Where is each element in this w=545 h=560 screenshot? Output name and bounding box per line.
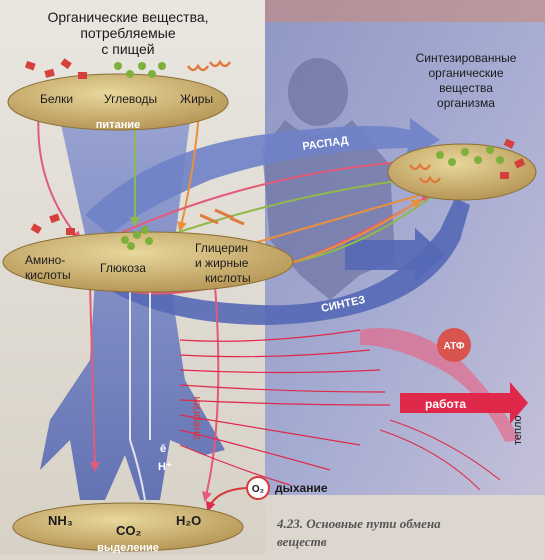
glycerol-line-2: и жирные bbox=[195, 256, 249, 270]
intake-plate-label: питание bbox=[96, 119, 140, 131]
glucose-label: Глюкоза bbox=[100, 261, 146, 275]
heat-label: тепло bbox=[512, 415, 524, 445]
proton-label: H⁺ bbox=[158, 461, 172, 473]
energy-label: энергия bbox=[189, 396, 203, 440]
top-label-line-1: Органические вещества, bbox=[47, 9, 208, 25]
atp-label: АТФ bbox=[444, 341, 465, 352]
caption-line-1: 4.23. Основные пути обмена bbox=[276, 516, 441, 531]
caption-line-2: веществ bbox=[277, 534, 327, 549]
electron-label: ē bbox=[160, 443, 166, 455]
intake-proteins: Белки bbox=[40, 92, 73, 106]
glycerol-line-1: Глицерин bbox=[195, 241, 248, 255]
synth-label-line-4: организма bbox=[437, 96, 495, 110]
intake-fats: Жиры bbox=[180, 92, 213, 106]
top-label-line-2: потребляемые bbox=[80, 25, 176, 41]
synth-label-line-1: Синтезированные bbox=[416, 51, 517, 65]
top-label-line-3: с пищей bbox=[101, 41, 154, 57]
respiration-label: дыхание bbox=[275, 481, 328, 495]
glycerol-line-3: кислоты bbox=[205, 271, 251, 285]
amino-acids-line-1: Амино- bbox=[25, 253, 65, 267]
work-label: работа bbox=[425, 397, 466, 411]
h2o-label: H₂O bbox=[176, 513, 201, 528]
excretion-plate-label: выделение bbox=[97, 542, 159, 554]
co2-label: CO₂ bbox=[116, 523, 142, 538]
oxygen-label: O₂ bbox=[252, 484, 264, 495]
nh3-label: NH₃ bbox=[48, 513, 73, 528]
amino-acids-line-2: кислоты bbox=[25, 268, 71, 282]
synth-label-line-3: вещества bbox=[439, 81, 493, 95]
synth-label-line-2: органические bbox=[428, 66, 503, 80]
intake-carbs: Углеводы bbox=[104, 92, 157, 106]
